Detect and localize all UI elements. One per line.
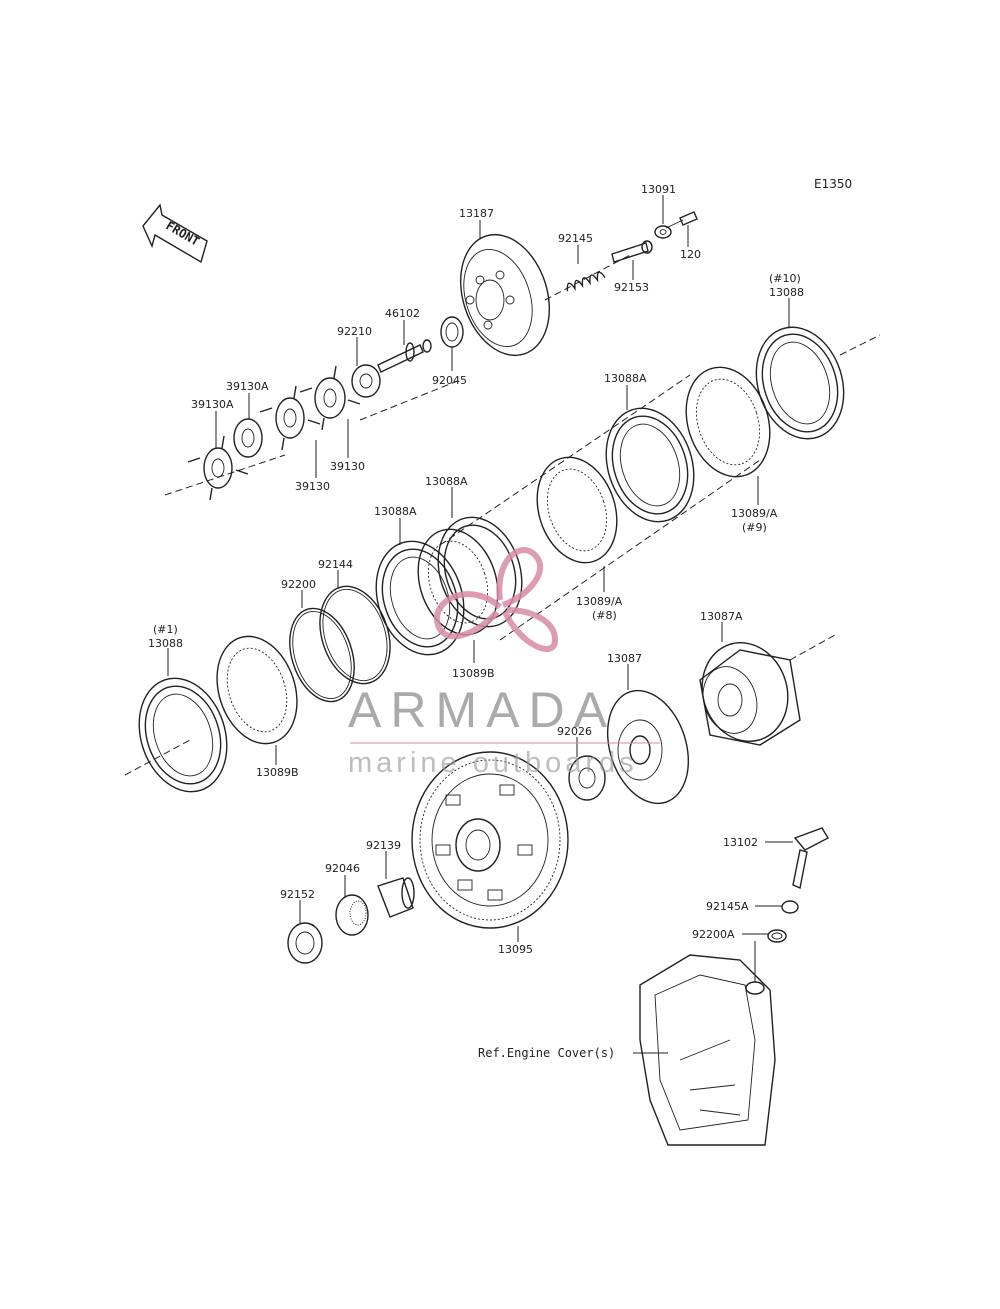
part-label: 92145 bbox=[558, 232, 593, 245]
pin-92153 bbox=[611, 240, 653, 263]
clutch-housing-13095 bbox=[411, 751, 569, 929]
part-label: 13087 bbox=[607, 652, 642, 665]
part-label: 13089B bbox=[256, 766, 299, 779]
watermark-subtitle: marine outboards bbox=[348, 747, 638, 779]
clutch-hub-13087a bbox=[699, 642, 801, 746]
needle-bearing-92046 bbox=[335, 894, 369, 936]
part-label: 92139 bbox=[366, 839, 401, 852]
part-label: 92200 bbox=[281, 578, 316, 591]
rod-46102 bbox=[377, 339, 432, 373]
part-label: 13088A bbox=[374, 505, 417, 518]
part-label: 120 bbox=[680, 248, 701, 261]
lock-washers-39130 bbox=[187, 365, 361, 501]
part-label: 13187 bbox=[459, 207, 494, 220]
pressure-plate-13187 bbox=[459, 233, 551, 357]
propeller-logo-icon bbox=[433, 547, 559, 652]
bearing-92045 bbox=[440, 316, 464, 348]
front-arrow-icon: FRONT bbox=[142, 203, 208, 264]
part-label: 92144 bbox=[318, 558, 353, 571]
steel-plate-13089b-lower bbox=[216, 635, 298, 745]
part-label: 13087A bbox=[700, 610, 743, 623]
hub-plate-13087 bbox=[606, 689, 690, 805]
spring-92145 bbox=[566, 271, 606, 292]
part-label: 13088A bbox=[604, 372, 647, 385]
part-label: 92153 bbox=[614, 281, 649, 294]
part-label: 92200A bbox=[692, 928, 735, 941]
nut-92210 bbox=[351, 364, 381, 398]
part-label: 39130 bbox=[330, 460, 365, 473]
lever-shaft-13102 bbox=[792, 827, 829, 889]
spring-92145a bbox=[781, 900, 799, 914]
part-label: 13089/A bbox=[731, 507, 778, 520]
leader-lines bbox=[167, 195, 793, 1054]
watermark-title: ARMADA bbox=[348, 682, 616, 738]
ring-92144 bbox=[319, 585, 391, 685]
nut-13091 bbox=[654, 225, 672, 239]
part-label: 92145A bbox=[706, 900, 749, 913]
steel-plate-9 bbox=[685, 366, 771, 478]
part-label: 13089/A bbox=[576, 595, 623, 608]
reference-label: Ref.Engine Cover(s) bbox=[478, 1046, 615, 1060]
washer-92026 bbox=[568, 755, 606, 801]
part-label: 13091 bbox=[641, 183, 676, 196]
part-label: 39130 bbox=[295, 480, 330, 493]
part-label: 46102 bbox=[385, 307, 420, 320]
part-label: 92152 bbox=[280, 888, 315, 901]
part-label: 92046 bbox=[325, 862, 360, 875]
ring-92200a bbox=[767, 929, 787, 943]
watermark: ARMADA marine outboards bbox=[348, 547, 660, 779]
diagram-code: E1350 bbox=[814, 177, 852, 191]
part-label: 13095 bbox=[498, 943, 533, 956]
part-label: 39130A bbox=[226, 380, 269, 393]
assembly-axis-lines bbox=[124, 254, 881, 776]
part-label: 13088 bbox=[769, 286, 804, 299]
part-label: (#8) bbox=[592, 609, 617, 622]
part-label: 13088A bbox=[425, 475, 468, 488]
bearing-92152 bbox=[287, 922, 323, 964]
part-label: 13102 bbox=[723, 836, 758, 849]
part-label: 92026 bbox=[557, 725, 592, 738]
steel-plate-8 bbox=[536, 456, 618, 564]
part-label: 13088 bbox=[148, 637, 183, 650]
part-label: (#10) bbox=[769, 272, 801, 285]
collar-92139 bbox=[377, 877, 415, 918]
part-label: 92045 bbox=[432, 374, 467, 387]
bolt-120 bbox=[665, 211, 698, 229]
ring-92200 bbox=[289, 607, 355, 703]
plate-stack-middle bbox=[375, 516, 523, 656]
part-label: (#1) bbox=[153, 623, 178, 636]
part-label: 39130A bbox=[191, 398, 234, 411]
part-label: 13089B bbox=[452, 667, 495, 680]
friction-plate-13088a-upper bbox=[605, 407, 695, 523]
engine-cover-reference bbox=[639, 954, 776, 1146]
friction-plate-1 bbox=[138, 677, 228, 793]
part-label: (#9) bbox=[742, 521, 767, 534]
part-label: 92210 bbox=[337, 325, 372, 338]
part-labels: 13091 120 13187 92145 92153 46102 92210 … bbox=[148, 183, 804, 956]
